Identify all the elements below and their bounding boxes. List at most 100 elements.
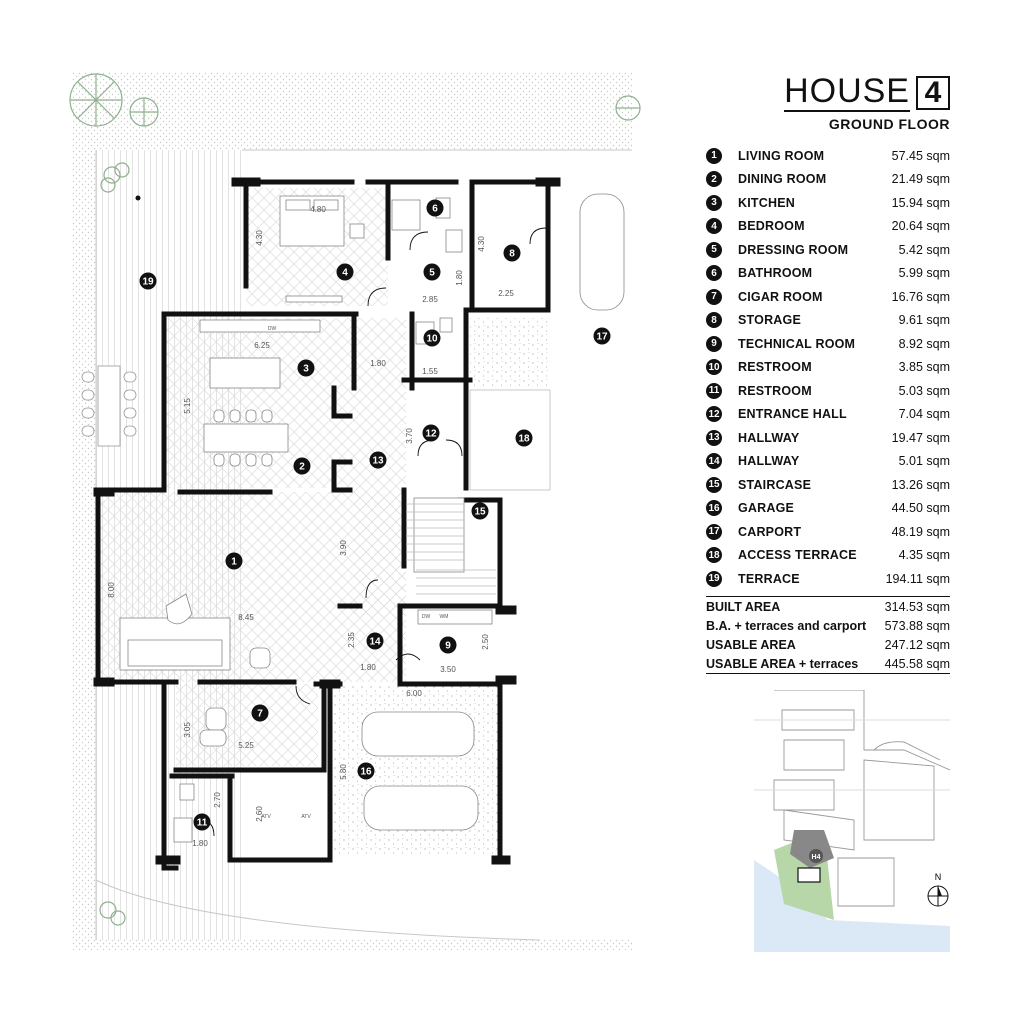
dimension-label: 1.55 [422, 367, 438, 376]
dimension-label: 1.80 [192, 839, 208, 848]
furniture [119, 193, 625, 843]
room-number-badge: 16 [706, 500, 722, 517]
dimension-label: 6.25 [254, 341, 270, 350]
room-number-badge: 2 [706, 171, 722, 188]
room-marker: 17 [593, 327, 611, 345]
room-marker-number: 5 [429, 268, 435, 279]
room-number-badge: 7 [706, 288, 722, 305]
total-value: 573.88 sqm [884, 618, 950, 633]
room-marker-number: 16 [360, 767, 372, 778]
dimension-label: 2.70 [213, 792, 222, 808]
appliance-label: ATV [261, 814, 271, 820]
carport-strip [470, 318, 548, 388]
room-name: BEDROOM [738, 219, 805, 234]
room-marker: 7 [251, 704, 269, 722]
room-marker-number: 15 [474, 507, 486, 518]
legend-row: 13 HALLWAY 19.47 sqm [706, 426, 950, 450]
room-marker: 16 [357, 762, 375, 780]
dimension-label: 2.35 [347, 632, 356, 648]
room-area: 5.99 sqm [898, 266, 950, 281]
room-marker-number: 12 [425, 429, 437, 440]
room-marker: 9 [439, 636, 457, 654]
room-name: CIGAR ROOM [738, 289, 823, 304]
site-plan-inset: H4 N [754, 690, 950, 952]
room-marker-number: 7 [257, 709, 263, 720]
room-number-badge: 8 [706, 312, 722, 329]
dimension-label: 2.25 [498, 289, 514, 298]
room-area: 48.19 sqm [891, 524, 950, 539]
room-marker: 1 [225, 552, 243, 570]
room-number-badge: 9 [706, 335, 722, 352]
room-name: HALLWAY [738, 430, 800, 445]
pool [797, 867, 821, 883]
room-area: 194.11 sqm [885, 571, 950, 586]
room-number-badge: 13 [706, 429, 722, 446]
total-value: 247.12 sqm [884, 637, 950, 652]
room-name: ACCESS TERRACE [738, 548, 857, 563]
room-area: 15.94 sqm [891, 195, 950, 210]
dimension-label: 3.50 [440, 665, 456, 674]
room-name: LIVING ROOM [738, 148, 825, 163]
room-number-badge: 18 [706, 547, 722, 564]
walls [93, 177, 561, 871]
dimension-label: 2.60 [255, 806, 264, 822]
dimension-label: 3.70 [405, 428, 414, 444]
room-marker-number: 11 [197, 818, 208, 829]
room-area: 20.64 sqm [891, 219, 950, 234]
garage-floor [330, 686, 500, 856]
room-area: 21.49 sqm [891, 172, 950, 187]
room-marker-number: 4 [342, 268, 348, 279]
room-area: 4.35 sqm [898, 548, 950, 563]
dimension-label: 1.80 [360, 663, 376, 672]
total-label: USABLE AREA + terraces [706, 656, 859, 671]
house-title: HOUSE 4 [784, 74, 950, 112]
room-marker: 18 [515, 429, 533, 447]
room-marker: 19 [139, 272, 157, 290]
room-area: 7.04 sqm [898, 407, 950, 422]
room-marker-number: 14 [369, 637, 381, 648]
room-marker: 12 [422, 424, 440, 442]
dimension-label: 1.80 [455, 270, 464, 286]
room-name: HALLWAY [738, 454, 800, 469]
room-name: RESTROOM [738, 360, 812, 375]
total-label: BUILT AREA [706, 599, 781, 614]
room-number-badge: 17 [706, 523, 722, 540]
room-marker-number: 9 [445, 641, 451, 652]
room-area: 44.50 sqm [891, 501, 950, 516]
total-label: USABLE AREA [706, 637, 796, 652]
room-marker-number: 8 [509, 249, 515, 260]
dimension-label: 3.05 [183, 722, 192, 738]
room-marker-number: 3 [303, 364, 309, 375]
room-area: 19.47 sqm [891, 430, 950, 445]
room-number-badge: 14 [706, 453, 722, 470]
room-marker: 6 [426, 199, 444, 217]
room-number-badge: 10 [706, 359, 722, 376]
room-name: STORAGE [738, 313, 801, 328]
room-area: 5.03 sqm [898, 383, 950, 398]
floor-label: GROUND FLOOR [828, 116, 950, 132]
dimension-label: 3.90 [339, 540, 348, 556]
room-name: TERRACE [738, 571, 800, 586]
total-label: B.A. + terraces and carport [706, 618, 867, 633]
total-row: USABLE AREA 247.12 sqm [706, 635, 950, 654]
stair-treads [406, 503, 496, 595]
room-marker-number: 1 [231, 557, 237, 568]
room-marker-number: 2 [299, 462, 305, 473]
room-marker: 4 [336, 263, 354, 281]
room-area: 3.85 sqm [898, 360, 950, 375]
room-area: 8.92 sqm [898, 336, 950, 351]
room-marker: 3 [297, 359, 315, 377]
dimension-label: 6.00 [406, 689, 422, 698]
